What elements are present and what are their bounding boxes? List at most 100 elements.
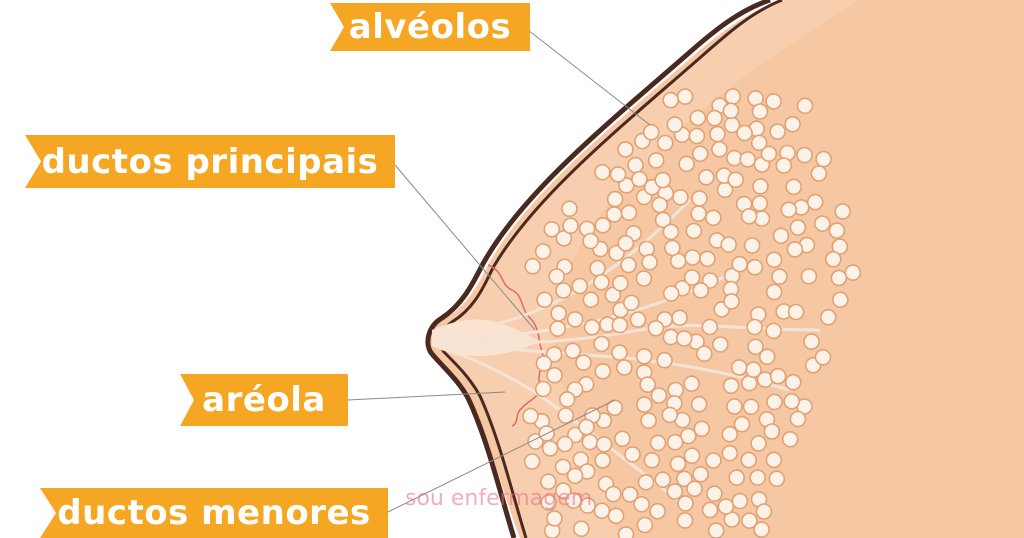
- alveolus: [669, 455, 687, 473]
- alveolus: [678, 155, 695, 173]
- alveolus: [579, 497, 597, 514]
- alveolus: [765, 93, 782, 110]
- alveolus: [753, 521, 770, 538]
- alveolus: [620, 256, 637, 274]
- alveolus: [768, 470, 786, 488]
- leader-lines: [347, 29, 651, 513]
- label-ductos-menores: ductos menores: [40, 488, 388, 538]
- alveolus: [760, 145, 778, 163]
- alveolus: [786, 241, 804, 258]
- alveolus: [819, 308, 837, 326]
- alveolus: [524, 257, 542, 275]
- alveolus: [750, 134, 768, 152]
- alveolus: [689, 109, 707, 127]
- alveolus: [741, 512, 758, 529]
- alveolus: [539, 473, 557, 491]
- alveolus: [711, 140, 728, 158]
- alveolus: [752, 178, 769, 195]
- alveolus: [746, 258, 764, 276]
- alveolus: [627, 156, 644, 174]
- alveolus: [730, 359, 748, 376]
- alveolus: [540, 494, 558, 511]
- alveolus: [722, 102, 740, 120]
- alveolus: [704, 209, 722, 227]
- alveolus: [661, 406, 679, 424]
- breast-outline-outer: [425, 0, 771, 538]
- alveolus: [676, 88, 694, 105]
- alveolus: [800, 267, 818, 285]
- alveolus: [721, 444, 739, 462]
- label-banner: [25, 135, 395, 188]
- alveolus: [684, 249, 701, 266]
- alveolus: [693, 420, 711, 438]
- alveolus: [844, 264, 862, 281]
- alveolus: [755, 503, 773, 520]
- alveolus: [635, 270, 653, 287]
- alveolus: [723, 116, 741, 134]
- alveolus: [605, 206, 623, 223]
- alveolus: [750, 435, 767, 452]
- alveolus: [534, 380, 552, 398]
- alveolus: [676, 512, 694, 529]
- label-banner: [330, 3, 530, 51]
- alveolus: [604, 286, 622, 304]
- alveolus: [546, 510, 563, 527]
- alveolus: [771, 268, 788, 285]
- alveolus: [594, 217, 612, 234]
- alveolus: [611, 344, 628, 361]
- alveolus: [675, 330, 693, 347]
- alveoli-cluster: [522, 88, 862, 538]
- watermark: sou enfermagem: [405, 486, 593, 511]
- alveolus: [561, 200, 578, 217]
- alveolus: [546, 366, 563, 384]
- alveolus: [733, 415, 751, 433]
- alveolus: [814, 348, 832, 366]
- alveolus: [523, 453, 541, 470]
- alveolus: [740, 451, 758, 469]
- alveolus: [751, 103, 769, 120]
- alveolus: [535, 355, 553, 372]
- alveolus: [594, 163, 611, 181]
- alveolus: [595, 435, 613, 453]
- alveolus: [649, 502, 666, 520]
- alveolus: [656, 134, 674, 152]
- alveolus: [611, 316, 629, 334]
- alveolus: [637, 473, 655, 491]
- alveolus: [555, 230, 573, 247]
- alveolus: [594, 452, 612, 469]
- alveolus: [783, 392, 801, 410]
- alveolus: [536, 291, 553, 309]
- alveolus: [641, 253, 658, 271]
- label-ductos-principais-text: ductos principais: [41, 141, 379, 182]
- alveolus: [593, 502, 611, 520]
- label-alveolos-text: alvéolos: [348, 7, 512, 47]
- alveolus: [639, 376, 657, 393]
- alveolus: [666, 116, 684, 133]
- alveolus: [654, 471, 672, 489]
- leader-ductos-principais: [394, 164, 536, 331]
- alveolus: [662, 91, 680, 109]
- alveolus: [789, 410, 807, 428]
- alveolus: [775, 157, 793, 174]
- alveolus: [717, 498, 735, 515]
- alveolus: [566, 311, 584, 328]
- alveolus: [784, 116, 801, 133]
- alveolus: [787, 303, 805, 321]
- alveolus: [612, 274, 629, 292]
- alveolus: [695, 345, 713, 363]
- alveolus: [617, 235, 635, 252]
- alveolus: [635, 396, 653, 413]
- alveolus: [789, 219, 807, 236]
- alveolus: [765, 251, 783, 269]
- alveolus: [545, 346, 563, 363]
- alveolus: [745, 361, 762, 379]
- alveolus: [647, 152, 665, 169]
- alveolus: [566, 467, 584, 485]
- alveolus: [724, 88, 742, 105]
- alveolus: [558, 391, 576, 408]
- alveolus: [796, 146, 813, 164]
- alveolus: [749, 469, 767, 486]
- alveolus: [711, 336, 729, 353]
- alveolus: [765, 283, 783, 301]
- alveolus: [690, 205, 707, 222]
